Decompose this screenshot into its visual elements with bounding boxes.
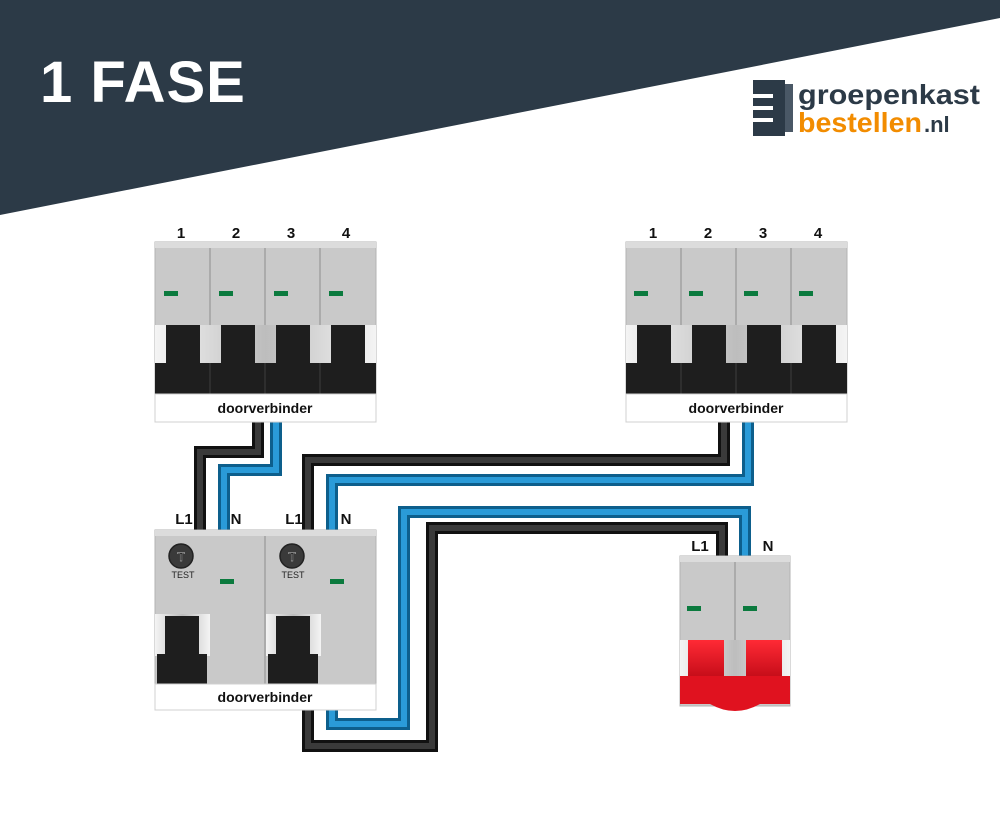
header-banner xyxy=(0,0,1000,215)
rcd2-l1-label: L1 xyxy=(285,511,303,528)
wires xyxy=(194,422,754,752)
test-button[interactable] xyxy=(279,543,305,569)
logo-tld: .nl xyxy=(924,112,950,137)
indicator-green xyxy=(330,579,344,584)
breaker-lever[interactable] xyxy=(637,325,671,365)
terminal-label-4: 4 xyxy=(814,225,823,242)
rcd2-n-label: N xyxy=(341,511,352,528)
rcd-bottom: L1 N L1 N T TEST T TEST doorverbinder xyxy=(154,511,377,711)
busbar-connector xyxy=(154,683,377,711)
main-switch-lever[interactable] xyxy=(746,640,782,678)
logo-word-groepenkast: groepenkast xyxy=(798,79,980,110)
connector-label: doorverbinder xyxy=(218,689,313,705)
breaker-lever[interactable] xyxy=(331,325,365,365)
terminal-label-1: 1 xyxy=(177,225,185,242)
test-label: TEST xyxy=(171,570,195,580)
terminal-label-3: 3 xyxy=(287,225,295,242)
breaker-right: 1 2 3 4 doorverbinder xyxy=(625,225,848,423)
test-button-symbol: T xyxy=(288,550,296,564)
brand-logo: groepenkast bestellen .nl xyxy=(753,79,980,138)
terminal-label-2: 2 xyxy=(232,225,240,242)
breaker-lever[interactable] xyxy=(166,325,200,365)
busbar-connector xyxy=(625,393,848,423)
indicator-green xyxy=(687,606,701,611)
main-switch-n-label: N xyxy=(763,538,774,555)
main-switch: L1 N xyxy=(679,538,791,711)
busbar-connector xyxy=(154,393,377,423)
terminal-label-4: 4 xyxy=(342,225,351,242)
indicator-green xyxy=(799,291,813,296)
rcd-lever[interactable] xyxy=(165,616,199,656)
terminal-label-1: 1 xyxy=(649,225,657,242)
indicator-green xyxy=(219,291,233,296)
breaker-lever[interactable] xyxy=(802,325,836,365)
indicator-green xyxy=(164,291,178,296)
rcd1-l1-label: L1 xyxy=(175,511,193,528)
test-button-symbol: T xyxy=(177,550,185,564)
main-switch-l1-label: L1 xyxy=(691,538,709,555)
terminal-label-2: 2 xyxy=(704,225,712,242)
terminal-label-3: 3 xyxy=(759,225,767,242)
rcd-lever[interactable] xyxy=(276,616,310,656)
breaker-lever[interactable] xyxy=(276,325,310,365)
breaker-lever[interactable] xyxy=(221,325,255,365)
indicator-green xyxy=(634,291,648,296)
logo-word-bestellen: bestellen xyxy=(798,107,922,138)
rcd1-n-label: N xyxy=(231,511,242,528)
page-title: 1 FASE xyxy=(40,50,246,115)
test-button[interactable] xyxy=(168,543,194,569)
breaker-left: 1 2 3 4 doorverbinder xyxy=(154,225,377,423)
indicator-green xyxy=(220,579,234,584)
indicator-green xyxy=(689,291,703,296)
indicator-green xyxy=(329,291,343,296)
indicator-green xyxy=(743,606,757,611)
main-switch-red-base xyxy=(680,676,790,711)
breaker-lever[interactable] xyxy=(747,325,781,365)
main-switch-lever[interactable] xyxy=(688,640,724,678)
connector-label: doorverbinder xyxy=(689,400,784,416)
test-label: TEST xyxy=(281,570,305,580)
connector-label: doorverbinder xyxy=(218,400,313,416)
breaker-lever[interactable] xyxy=(692,325,726,365)
indicator-green xyxy=(744,291,758,296)
indicator-green xyxy=(274,291,288,296)
logo-icon xyxy=(753,80,793,136)
